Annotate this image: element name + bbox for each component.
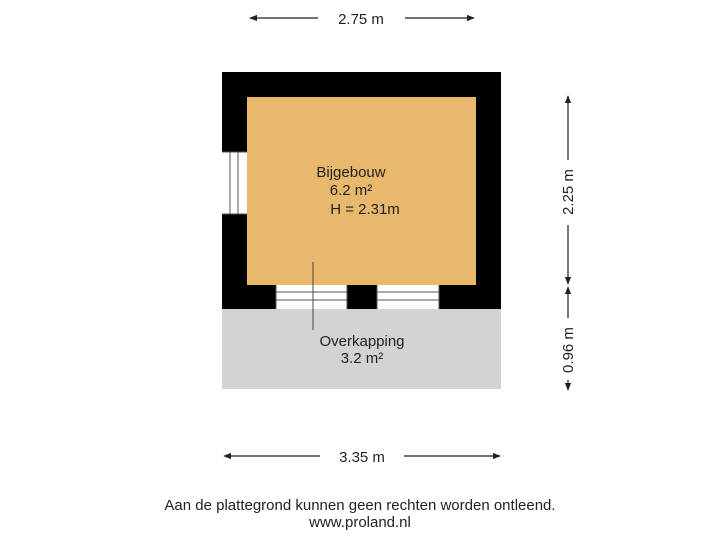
right-lower-dimension-label: 0.96 m [560, 327, 577, 373]
right-upper-dimension: 2.25 m [560, 95, 577, 285]
bottom-door-right [376, 285, 440, 309]
bijgebouw-name: Bijgebouw [316, 164, 385, 181]
bottom-door-left [275, 285, 348, 309]
disclaimer-text: Aan de plattegrond kunnen geen rechten w… [164, 497, 556, 514]
overkapping-name: Overkapping [319, 333, 404, 350]
right-lower-dimension: 0.96 m [560, 286, 577, 391]
bijgebouw-height: H = 2.31m [330, 201, 400, 218]
bottom-dimension: 3.35 m [223, 449, 501, 466]
right-upper-dimension-label: 2.25 m [560, 169, 577, 215]
overkapping-area-label: 3.2 m² [341, 350, 384, 367]
left-window [222, 151, 247, 215]
overkapping-area [222, 308, 501, 389]
website-text: www.proland.nl [309, 514, 411, 531]
bijgebouw-room [247, 97, 476, 285]
bijgebouw-area: 6.2 m² [330, 182, 373, 199]
top-dimension-label: 2.75 m [338, 11, 384, 28]
bottom-dimension-label: 3.35 m [339, 449, 385, 466]
top-dimension: 2.75 m [249, 11, 475, 28]
